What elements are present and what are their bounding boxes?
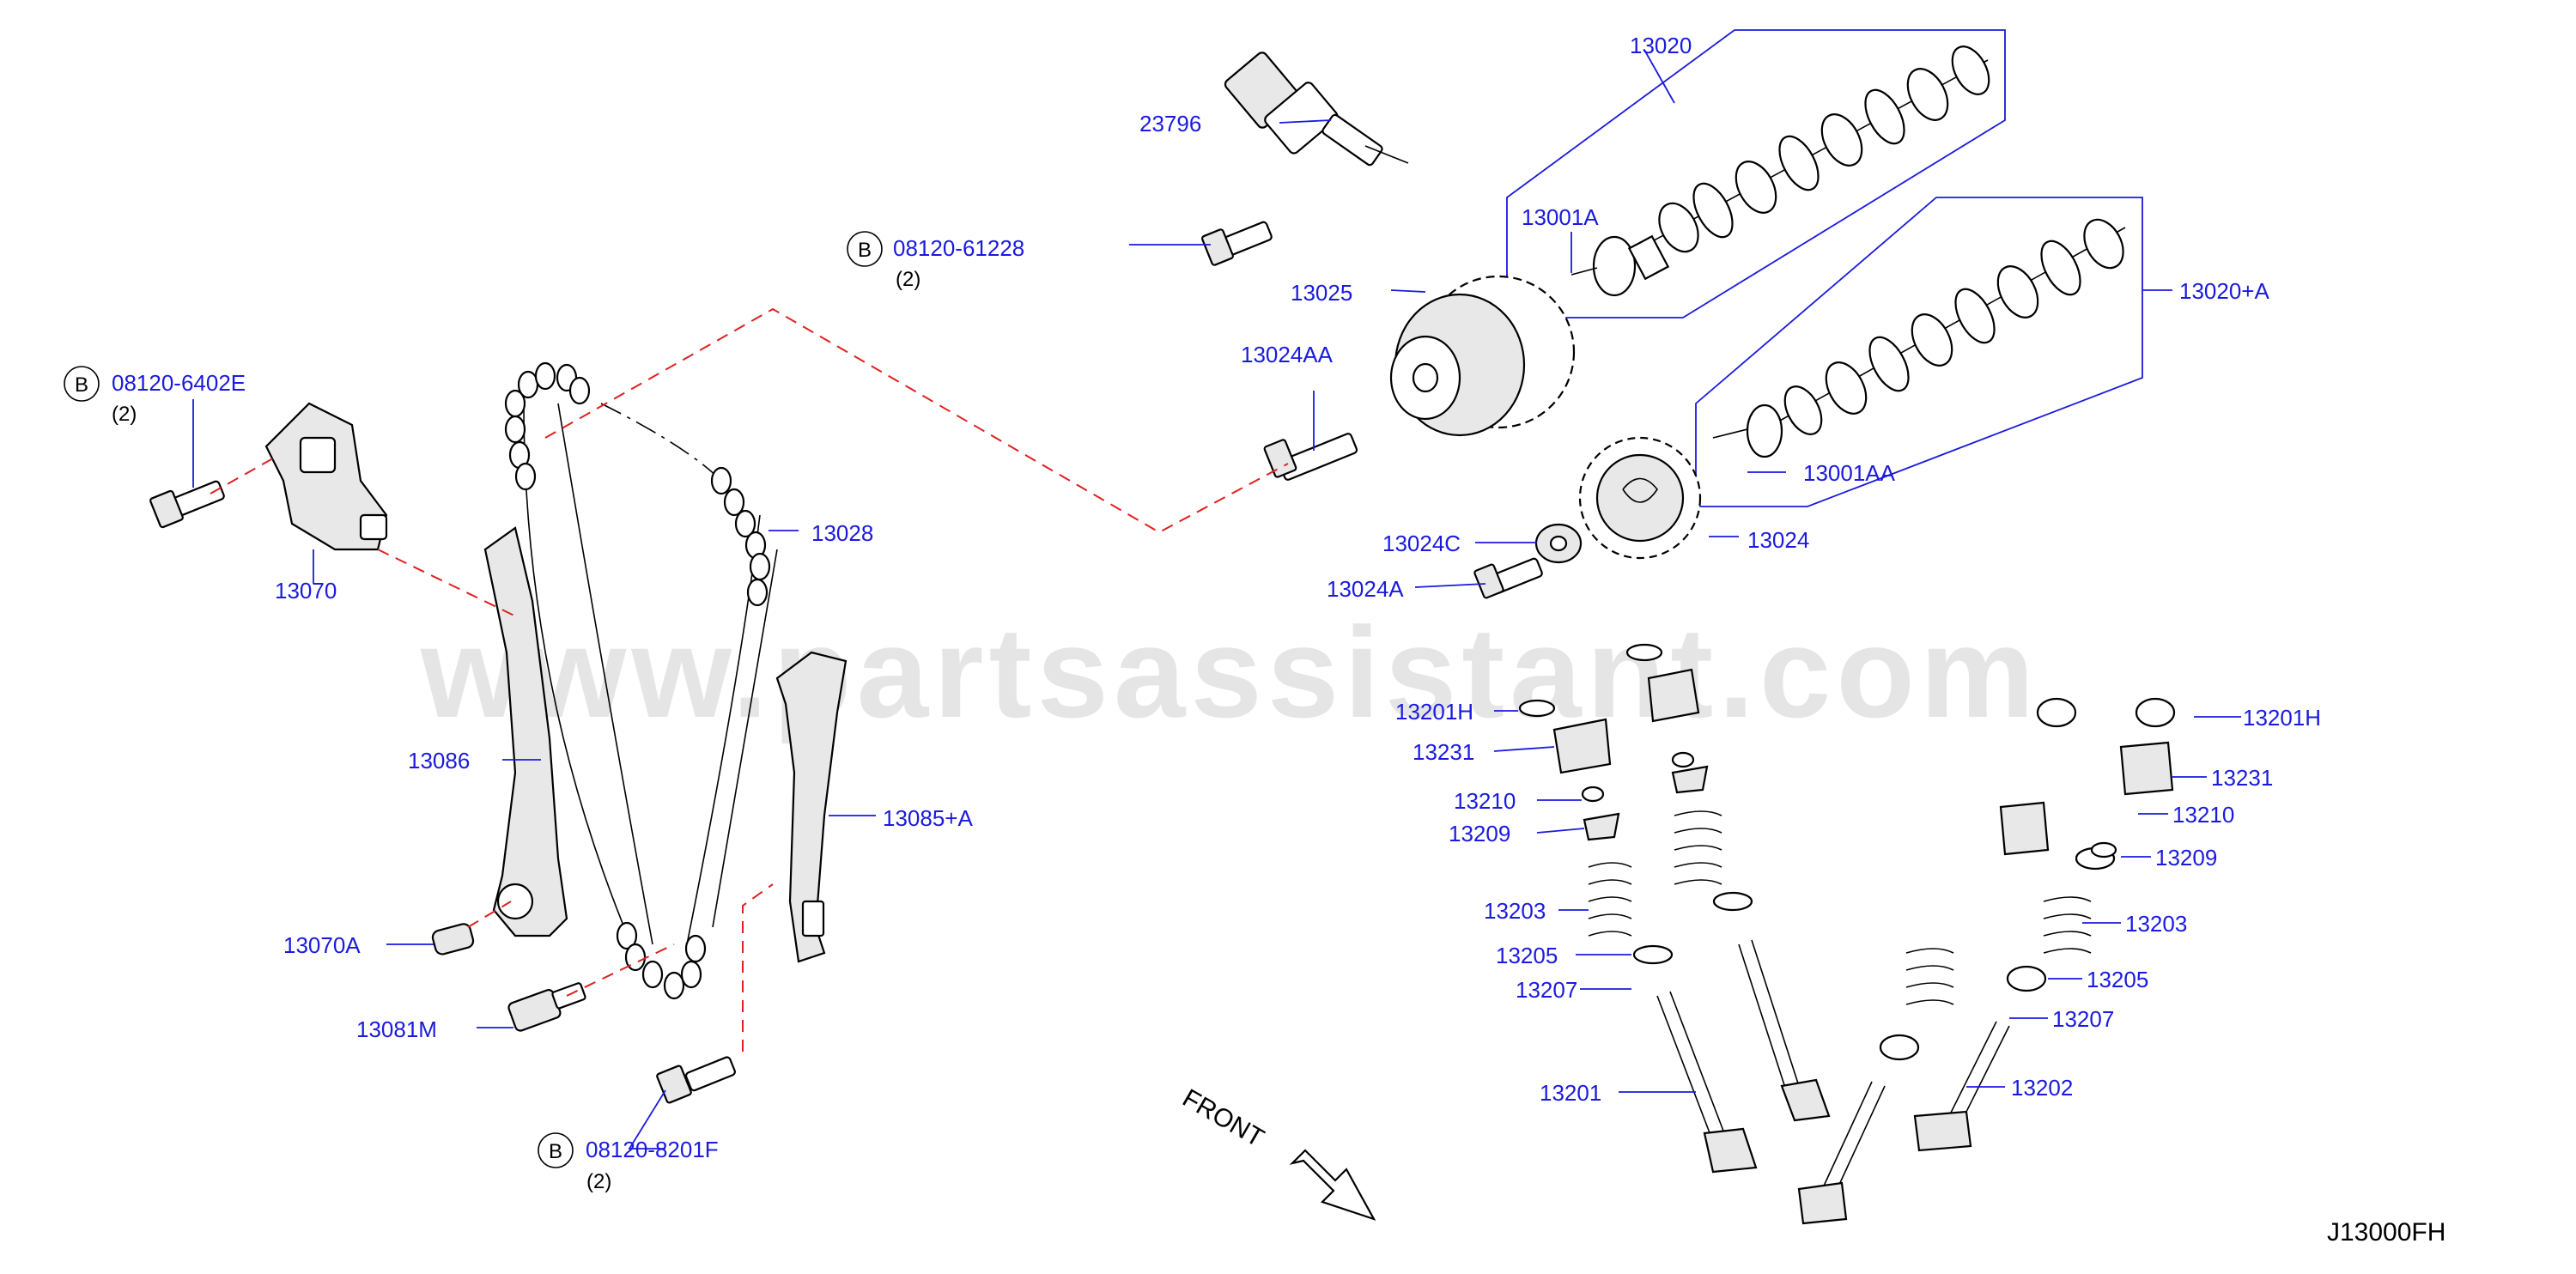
bolt-marker: B — [75, 373, 88, 397]
chain-tensioner[interactable] — [264, 402, 388, 551]
exhaust-sprocket[interactable] — [1578, 436, 1702, 560]
tensioner-plug[interactable] — [431, 923, 475, 956]
label-13210-right[interactable]: 13210 — [2172, 802, 2234, 828]
label-13024A[interactable]: 13024A — [1327, 576, 1404, 602]
washer-13024C[interactable] — [1534, 523, 1583, 564]
front-arrow: FRONT — [1178, 1083, 1376, 1221]
bolt-part-number[interactable]: 08120-8201F — [586, 1137, 719, 1162]
bolt-08120-61228[interactable] — [1201, 221, 1273, 266]
label-13201H-right[interactable]: 13201H — [2243, 705, 2321, 731]
label-13205-left[interactable]: 13205 — [1496, 943, 1558, 968]
bolt-part-number[interactable]: 08120-61228 — [893, 235, 1024, 261]
front-label: FRONT — [1178, 1083, 1269, 1152]
bolt-marker: B — [858, 239, 872, 262]
label-13201[interactable]: 13201 — [1540, 1080, 1601, 1106]
bolt-callout-08120-61228[interactable]: B 08120-61228 (2) — [847, 231, 1024, 291]
label-13203-left[interactable]: 13203 — [1484, 898, 1546, 924]
timing-chain[interactable] — [504, 361, 778, 1000]
valve-train-left[interactable] — [1518, 643, 1831, 1174]
label-13201H-left[interactable]: 13201H — [1395, 699, 1473, 725]
bolt-quantity: (2) — [586, 1170, 611, 1193]
bolt-callout-08120-6402E[interactable]: B 08120-6402E (2) — [64, 366, 246, 426]
bolt-08120-6402E[interactable] — [149, 480, 225, 529]
label-13024AA[interactable]: 13024AA — [1241, 342, 1334, 367]
bolt-08120-8201F[interactable] — [656, 1056, 736, 1104]
intake-sprocket[interactable] — [1389, 275, 1576, 437]
bolt-quantity: (2) — [896, 268, 920, 291]
label-13001AA[interactable]: 13001AA — [1803, 460, 1896, 486]
label-13085A[interactable]: 13085+A — [883, 805, 973, 831]
leader-lines — [192, 49, 2241, 1150]
label-13231-left[interactable]: 13231 — [1413, 739, 1474, 765]
assembly-line-5 — [566, 943, 675, 997]
diagram-code: J13000FH — [2327, 1218, 2445, 1247]
label-13086[interactable]: 13086 — [408, 748, 470, 774]
label-13024[interactable]: 13024 — [1747, 527, 1809, 553]
bolt-quantity: (2) — [112, 403, 137, 426]
label-13070A[interactable]: 13070A — [283, 932, 361, 958]
label-13210-left[interactable]: 13210 — [1454, 788, 1516, 814]
label-13028[interactable]: 13028 — [811, 520, 873, 546]
assembly-line-3 — [377, 549, 520, 619]
bolt-marker-icon — [538, 1132, 574, 1168]
label-13024C[interactable]: 13024C — [1382, 531, 1461, 556]
assembly-line-6 — [742, 883, 774, 1052]
bolt-callout-08120-8201F[interactable]: B 08120-8201F (2) — [538, 1132, 719, 1193]
bolt-13024AA[interactable] — [1263, 433, 1358, 481]
camshaft-lower[interactable] — [1746, 213, 2131, 458]
label-13081M[interactable]: 13081M — [356, 1016, 437, 1042]
label-13025[interactable]: 13025 — [1291, 280, 1352, 306]
slack-guide[interactable] — [483, 526, 568, 937]
assembly-line-1 — [544, 307, 1289, 534]
camshaft-upper[interactable] — [1592, 40, 1996, 297]
label-13203-right[interactable]: 13203 — [2125, 911, 2187, 937]
label-13209-left[interactable]: 13209 — [1449, 821, 1510, 846]
assembly-line-4 — [467, 901, 512, 928]
label-13070[interactable]: 13070 — [275, 578, 337, 604]
oil-control-solenoid[interactable] — [1224, 51, 1409, 167]
label-13207-right[interactable]: 13207 — [2052, 1006, 2114, 1032]
assembly-line-2 — [210, 454, 280, 494]
bolt-13024A[interactable] — [1473, 557, 1543, 599]
watermark: www.partsassistant.com — [420, 600, 2039, 744]
label-13020[interactable]: 13020 — [1630, 33, 1692, 58]
label-13020A[interactable]: 13020+A — [2179, 278, 2269, 304]
bolt-marker: B — [549, 1140, 562, 1163]
label-13205-right[interactable]: 13205 — [2087, 967, 2148, 992]
tension-guide[interactable] — [775, 651, 848, 963]
label-23796[interactable]: 23796 — [1139, 111, 1201, 136]
label-13202[interactable]: 13202 — [2011, 1075, 2073, 1101]
label-13231-right[interactable]: 13231 — [2211, 765, 2273, 791]
bolt-part-number[interactable]: 08120-6402E — [112, 370, 246, 396]
label-13209-right[interactable]: 13209 — [2155, 845, 2217, 871]
label-13207-left[interactable]: 13207 — [1516, 977, 1577, 1003]
bolt-marker-icon — [64, 366, 100, 402]
bolt-marker-icon — [847, 231, 883, 267]
valve-train-right[interactable] — [1797, 697, 2176, 1225]
chain-guide-bolt[interactable] — [507, 982, 586, 1032]
label-13001A[interactable]: 13001A — [1522, 204, 1599, 230]
